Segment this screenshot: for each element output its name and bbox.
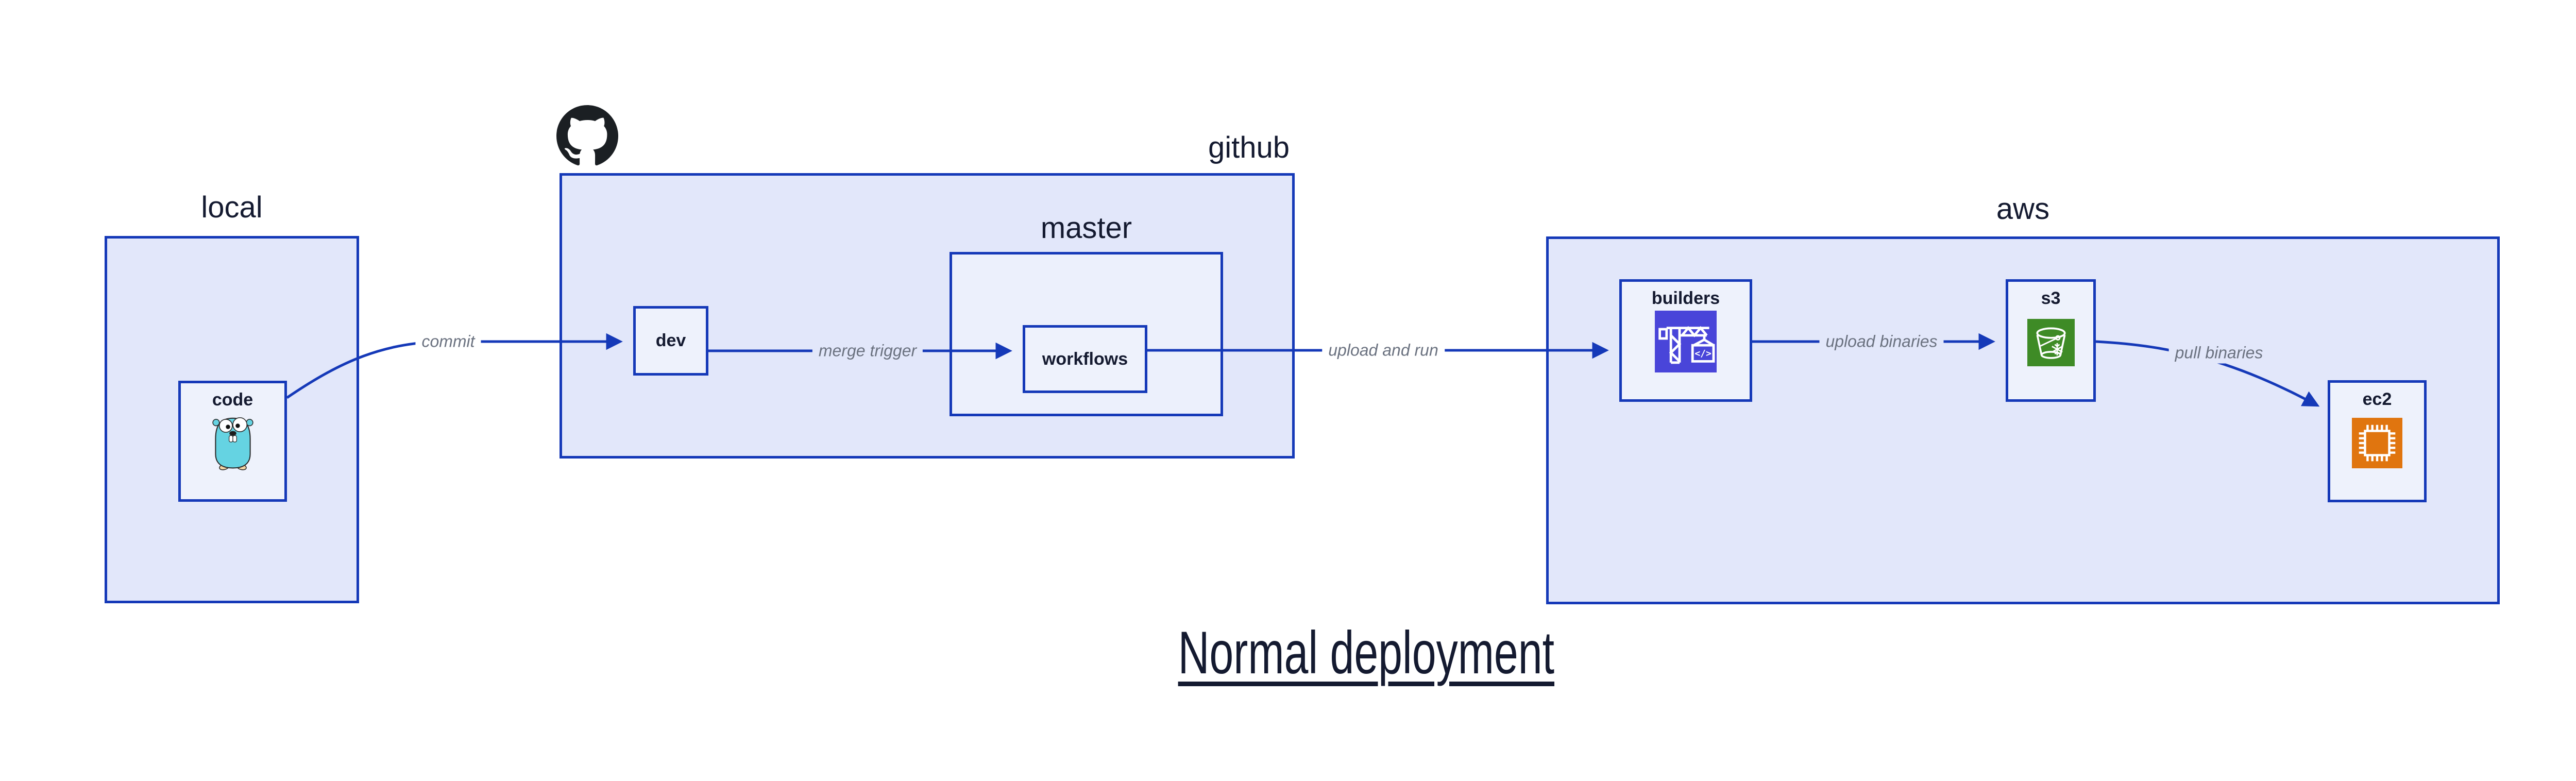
go-gopher-icon <box>212 417 253 470</box>
node-code: code <box>178 381 287 502</box>
node-label-dev: dev <box>655 331 686 350</box>
node-workflows: workflows <box>1023 325 1147 393</box>
edge-label-upload-and-run: upload and run <box>1322 339 1445 361</box>
node-builders: builders </> <box>1619 279 1752 402</box>
group-label-github: github <box>1208 131 1290 164</box>
edge-label-commit: commit <box>415 331 481 352</box>
github-octocat-icon <box>556 105 618 166</box>
edge-label-upload-binaries: upload binaries <box>1819 331 1944 352</box>
group-label-aws: aws <box>1996 192 2050 226</box>
node-label-workflows: workflows <box>1042 349 1128 369</box>
node-s3: s3 <box>2006 279 2096 402</box>
group-label-local: local <box>201 191 263 224</box>
edge-label-pull-binaries: pull binaries <box>2168 342 2269 364</box>
svg-text:</>: </> <box>1694 348 1711 359</box>
page-title: Normal deployment <box>1178 619 1555 686</box>
edge-label-merge-trigger: merge trigger <box>812 340 923 362</box>
group-label-master: master <box>1040 211 1132 245</box>
node-label-builders: builders <box>1651 288 1720 308</box>
node-label-s3: s3 <box>2041 288 2061 308</box>
node-dev: dev <box>633 306 708 376</box>
node-label-ec2: ec2 <box>2362 389 2392 409</box>
node-ec2: ec2 <box>2328 380 2427 502</box>
aws-ec2-chip-icon <box>2352 418 2402 468</box>
aws-s3-glacier-bucket-icon <box>2027 319 2075 366</box>
aws-codebuild-crane-icon: </> <box>1655 311 1717 372</box>
node-label-code: code <box>212 390 253 410</box>
